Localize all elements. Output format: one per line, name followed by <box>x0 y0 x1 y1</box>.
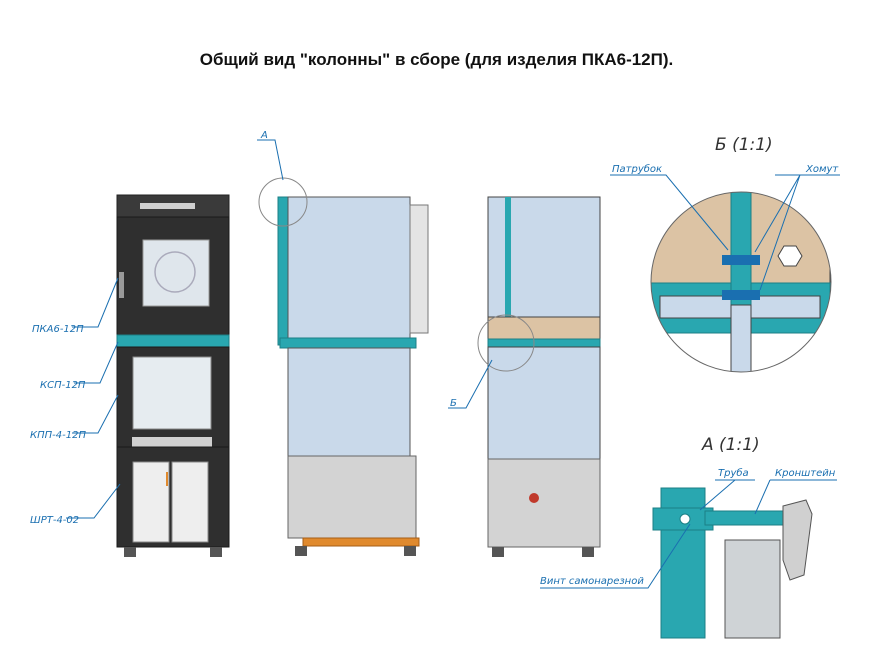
label-khomut: Хомут <box>805 164 839 175</box>
label-vint: Винт самонарезной <box>540 576 644 587</box>
callout-b: Б <box>450 398 457 409</box>
label-shrt: ШРТ-4-02 <box>30 515 79 526</box>
stand-ksp <box>116 334 230 348</box>
label-patrubok: Патрубок <box>612 163 662 175</box>
label-truba: Труба <box>718 467 749 479</box>
detail-a-title: А (1:1) <box>701 435 760 455</box>
label-kpp: КПП-4-12П <box>30 430 86 441</box>
side-view <box>277 196 429 556</box>
callout-circle-b <box>477 314 535 372</box>
detail-b <box>650 191 832 373</box>
detail-a <box>652 487 813 639</box>
label-pka6: ПКА6-12П <box>32 324 84 335</box>
page-title: Общий вид "колонны" в сборе (для изделия… <box>199 50 674 69</box>
detail-b-title: Б (1:1) <box>715 135 773 155</box>
rear-view <box>487 196 601 557</box>
callout-a: А <box>260 130 268 141</box>
label-kronshtein: Кронштейн <box>775 468 836 479</box>
label-ksp: КСП-12П <box>40 380 86 391</box>
front-view <box>116 194 230 557</box>
